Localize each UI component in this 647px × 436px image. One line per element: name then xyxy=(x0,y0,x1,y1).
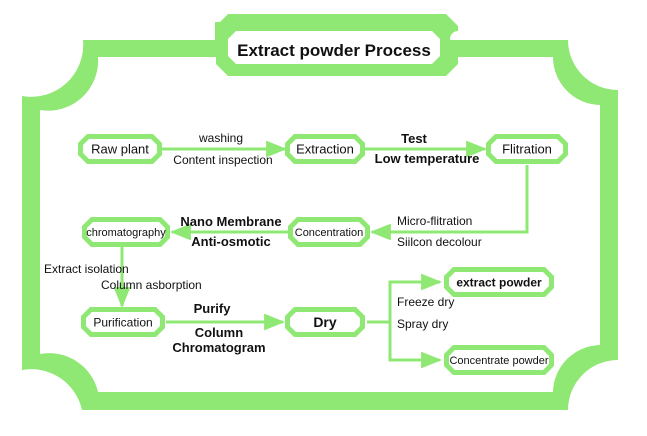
node-body xyxy=(449,272,549,292)
node-concentrate-powder: Concentrate powder xyxy=(444,345,554,375)
node-concentration: Concentration xyxy=(288,217,370,247)
edge-dry-branch xyxy=(367,273,443,324)
node-extract-powder: extract powder xyxy=(444,267,554,297)
node-body xyxy=(293,222,365,242)
node-extract-powder-label: extract powder xyxy=(456,275,542,289)
node-raw-plant: Raw plant xyxy=(78,134,162,164)
label-purify: Purify xyxy=(194,301,232,316)
label-chromatogram: Chromatogram xyxy=(172,340,265,355)
node-flitration-label: Flitration xyxy=(502,142,552,157)
label-content-inspection: Content inspection xyxy=(173,153,272,167)
node-chromatography: chromatography xyxy=(82,217,170,247)
label-low-temperature: Low temperature xyxy=(375,151,480,166)
edge-flitration-to-concentration xyxy=(369,165,529,241)
node-body xyxy=(290,312,360,332)
label-anti-osmotic: Anti-osmotic xyxy=(191,234,270,249)
edge-dry-branch-lower xyxy=(388,322,443,369)
title-badge: Extract powder Process xyxy=(216,14,458,76)
node-body xyxy=(86,312,160,332)
node-raw-plant-label: Raw plant xyxy=(91,142,149,157)
node-extraction-label: Extraction xyxy=(296,142,354,157)
node-body xyxy=(290,139,360,159)
node-body xyxy=(87,222,165,242)
node-dry-label: Dry xyxy=(313,314,337,330)
page-title: Extract powder Process xyxy=(237,41,431,60)
label-test: Test xyxy=(401,131,427,146)
node-chromatography-label: chromatography xyxy=(86,227,166,239)
node-flitration: Flitration xyxy=(486,134,568,164)
node-body xyxy=(449,350,549,370)
node-extraction: Extraction xyxy=(285,134,365,164)
label-spray-dry: Spray dry xyxy=(397,317,448,331)
node-body xyxy=(83,139,157,159)
label-silicon-decolour: Siilcon decolour xyxy=(397,235,482,249)
label-column: Column xyxy=(195,325,243,340)
label-column-asborption: Column asborption xyxy=(101,278,202,292)
node-purification-label: Purification xyxy=(93,315,152,329)
label-extract-isolation: Extract isolation xyxy=(44,262,129,276)
node-body xyxy=(491,139,563,159)
outer-frame xyxy=(22,22,618,410)
label-micro-flitration: Micro-flitration xyxy=(397,214,472,228)
node-purification: Purification xyxy=(81,307,165,337)
node-concentration-label: Concentration xyxy=(295,227,364,239)
node-dry: Dry xyxy=(285,307,365,337)
node-concentrate-powder-label: Concentrate powder xyxy=(449,355,548,367)
label-washing: washing xyxy=(198,131,243,145)
label-nano-membrane: Nano Membrane xyxy=(180,214,281,229)
label-freeze-dry: Freeze dry xyxy=(397,295,454,309)
